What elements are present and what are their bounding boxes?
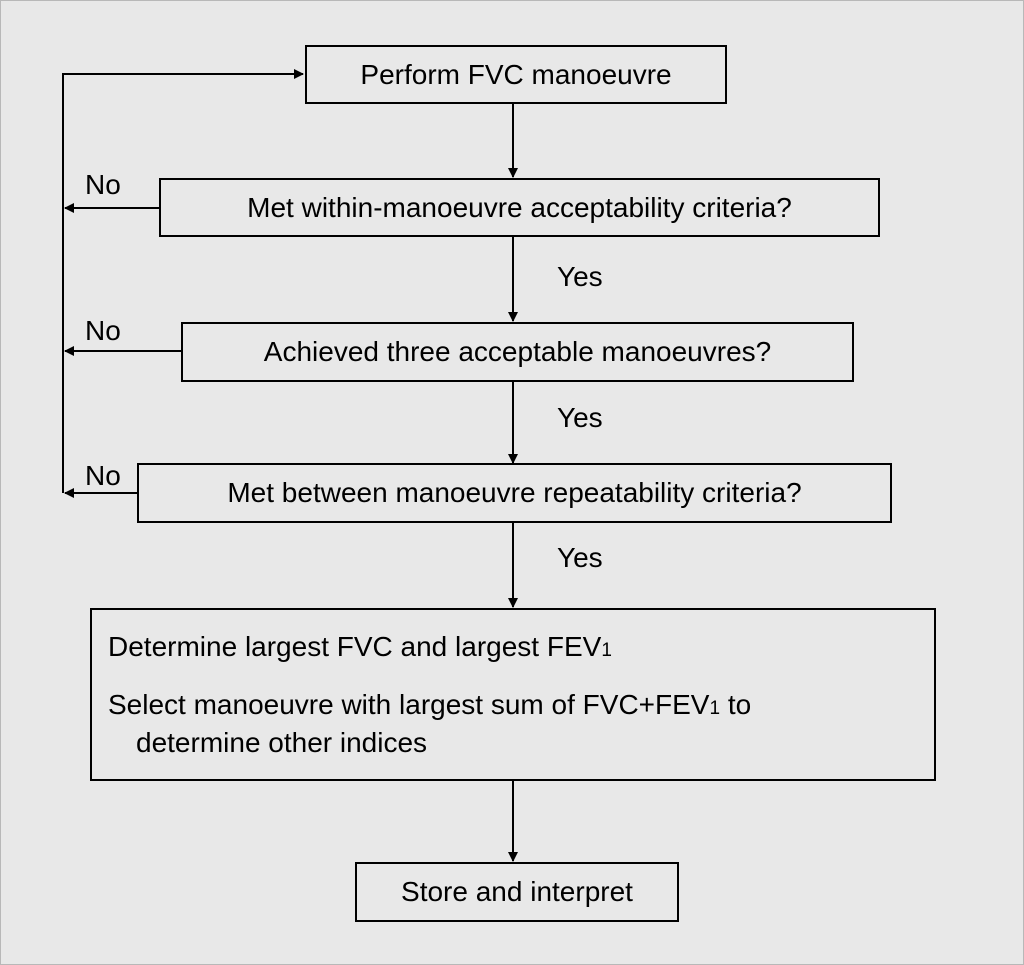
fev-subscript: 1 — [601, 640, 612, 661]
label-yes-1: Yes — [557, 261, 603, 292]
repeatability-text: Met between manoeuvre repeatability crit… — [227, 477, 802, 508]
three-acceptable-text: Achieved three acceptable manoeuvres? — [263, 336, 772, 367]
determine-box: Determine largest FVC and largest FEV1 S… — [90, 608, 936, 781]
within-criteria-text: Met within-manoeuvre acceptability crite… — [247, 191, 792, 223]
label-no-1: No — [85, 169, 121, 200]
fev-subscript: 1 — [709, 698, 721, 719]
perform-fvc-box: Perform FVC manoeuvre — [305, 45, 727, 104]
label-no-3: No — [85, 460, 121, 491]
three-acceptable-box: Achieved three acceptable manoeuvres? — [181, 322, 854, 382]
determine-line1: Determine largest FVC and largest FEV1 — [108, 631, 612, 662]
label-yes-3: Yes — [557, 542, 603, 573]
perform-fvc-text: Perform FVC manoeuvre — [360, 58, 672, 90]
store-interpret-text: Store and interpret — [401, 876, 633, 907]
store-interpret-box: Store and interpret — [355, 862, 679, 922]
determine-line3: determine other indices — [136, 727, 428, 758]
repeatability-box: Met between manoeuvre repeatability crit… — [137, 463, 892, 523]
label-yes-2: Yes — [557, 402, 603, 433]
determine-line2: Select manoeuvre with largest sum of FVC… — [108, 688, 934, 760]
label-no-2: No — [85, 315, 121, 346]
within-criteria-box: Met within-manoeuvre acceptability crite… — [159, 178, 880, 237]
